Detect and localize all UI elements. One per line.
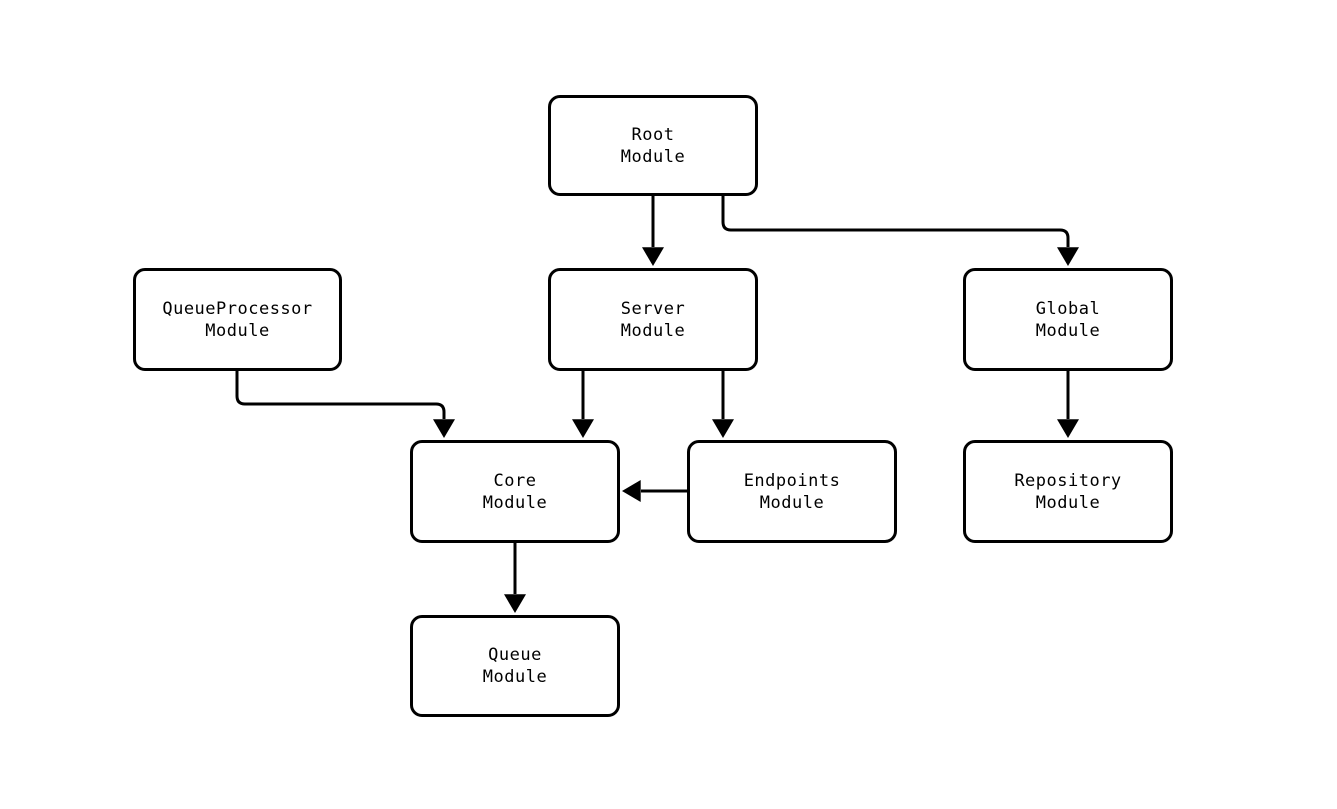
node-label-line2: Module (205, 320, 270, 341)
node-label-line1: Root (631, 124, 675, 145)
edge-root-global (721, 196, 1070, 247)
arrowhead-server-core (572, 419, 594, 438)
arrowhead-root-server (642, 247, 664, 266)
node-label-line1: Core (493, 470, 537, 491)
node-label-line2: Module (620, 320, 686, 341)
node-label-line2: Module (1035, 320, 1101, 341)
arrowhead-root-global (1057, 247, 1079, 266)
node-label-line1: Endpoints (743, 470, 841, 491)
node-label-line2: Module (1035, 492, 1101, 513)
arrowhead-queueprocessor-core (433, 419, 455, 438)
arrowhead-global-repository (1057, 419, 1079, 438)
arrowhead-endpoints-core (622, 480, 641, 502)
node-label-line1: Queue (488, 645, 542, 665)
node-label-line1: Repository (1014, 470, 1122, 491)
node-label-line2: Module (759, 492, 825, 513)
arrowhead-server-endpoints (712, 419, 734, 438)
node-label-line1: Global (1035, 298, 1101, 319)
node-label-line2: Module (482, 492, 548, 513)
node-label-line2: Module (620, 146, 686, 167)
edge-queueprocessor-core (235, 371, 446, 419)
arrowhead-core-queue (504, 594, 526, 613)
node-label-line1: QueueProcessor (162, 298, 313, 319)
node-label-line2: Module (482, 667, 548, 687)
node-label-line1: Server (620, 298, 686, 319)
